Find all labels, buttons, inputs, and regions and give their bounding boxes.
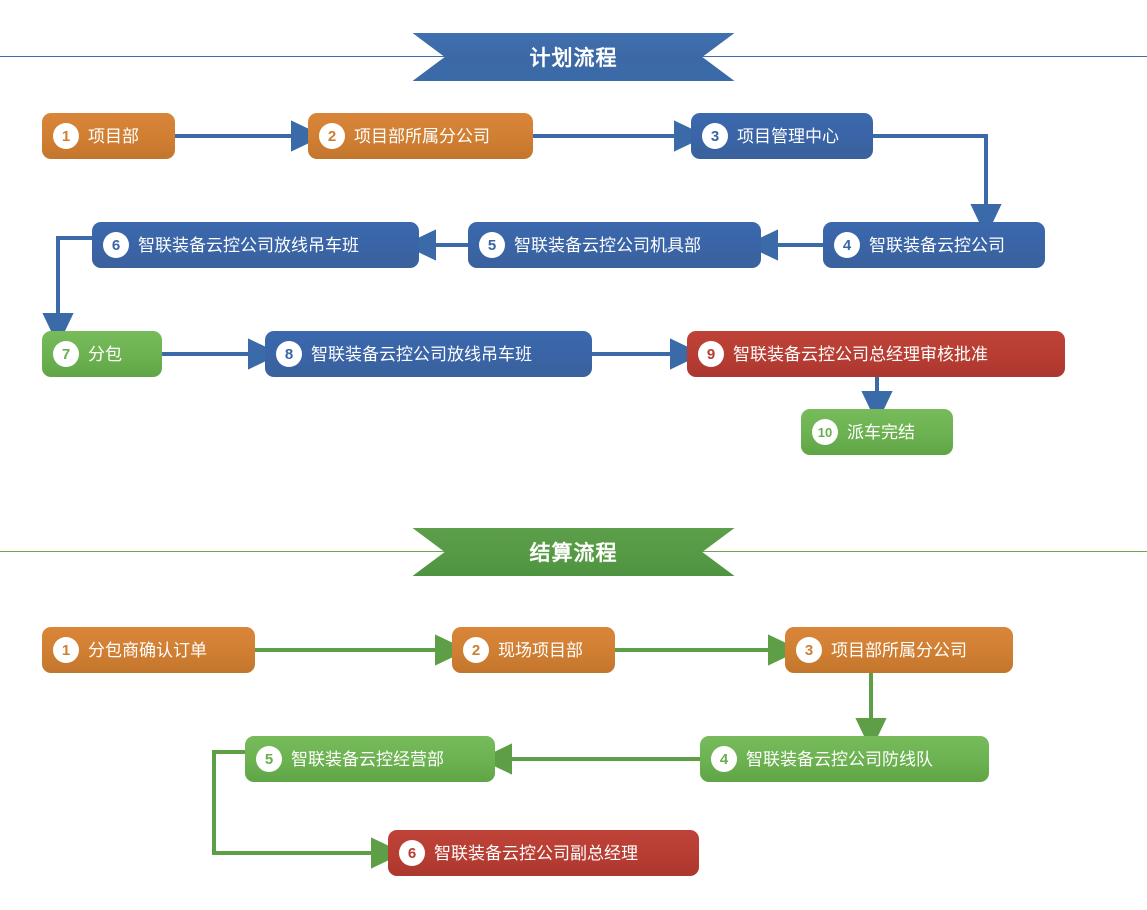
node-badge: 1: [53, 123, 79, 149]
node-badge: 3: [702, 123, 728, 149]
node-plan-10[interactable]: 10 派车完结: [801, 409, 953, 455]
section-banner-settlement: 结算流程: [0, 528, 1147, 576]
node-label: 智联装备云控公司放线吊车班: [311, 344, 532, 364]
node-plan-4[interactable]: 4 智联装备云控公司: [823, 222, 1045, 268]
section-banner-plan: 计划流程: [0, 33, 1147, 81]
node-label: 项目部所属分公司: [831, 640, 967, 660]
node-label: 项目管理中心: [737, 126, 839, 146]
node-badge: 6: [103, 232, 129, 258]
node-plan-1[interactable]: 1 项目部: [42, 113, 175, 159]
node-badge: 3: [796, 637, 822, 663]
node-plan-5[interactable]: 5 智联装备云控公司机具部: [468, 222, 761, 268]
node-badge: 9: [698, 341, 724, 367]
node-label: 派车完结: [847, 422, 915, 442]
node-badge: 1: [53, 637, 79, 663]
node-settle-2[interactable]: 2 现场项目部: [452, 627, 615, 673]
node-label: 智联装备云控公司机具部: [514, 235, 701, 255]
node-label: 项目部: [88, 126, 139, 146]
banner-label-settlement: 结算流程: [412, 528, 735, 576]
node-label: 智联装备云控公司: [869, 235, 1005, 255]
node-badge: 5: [256, 746, 282, 772]
node-plan-6[interactable]: 6 智联装备云控公司放线吊车班: [92, 222, 419, 268]
node-badge: 8: [276, 341, 302, 367]
node-settle-6[interactable]: 6 智联装备云控公司副总经理: [388, 830, 699, 876]
edge-plan-6-7: [42, 236, 92, 346]
node-badge: 6: [399, 840, 425, 866]
node-badge: 10: [812, 419, 838, 445]
node-badge: 2: [463, 637, 489, 663]
node-plan-9[interactable]: 9 智联装备云控公司总经理审核批准: [687, 331, 1065, 377]
node-badge: 4: [834, 232, 860, 258]
node-label: 智联装备云控公司防线队: [746, 749, 933, 769]
node-plan-2[interactable]: 2 项目部所属分公司: [308, 113, 533, 159]
node-settle-1[interactable]: 1 分包商确认订单: [42, 627, 255, 673]
node-plan-8[interactable]: 8 智联装备云控公司放线吊车班: [265, 331, 592, 377]
edge-plan-3-4: [873, 134, 1002, 237]
node-badge: 5: [479, 232, 505, 258]
node-badge: 7: [53, 341, 79, 367]
node-settle-5[interactable]: 5 智联装备云控经营部: [245, 736, 495, 782]
node-label: 分包商确认订单: [88, 640, 207, 660]
node-badge: 2: [319, 123, 345, 149]
node-plan-3[interactable]: 3 项目管理中心: [691, 113, 873, 159]
node-label: 智联装备云控经营部: [291, 749, 444, 769]
node-label: 智联装备云控公司副总经理: [434, 843, 638, 863]
node-label: 项目部所属分公司: [354, 126, 490, 146]
banner-label-plan: 计划流程: [412, 33, 735, 81]
node-plan-7[interactable]: 7 分包: [42, 331, 162, 377]
node-label: 智联装备云控公司总经理审核批准: [733, 344, 988, 364]
node-label: 分包: [88, 344, 122, 364]
node-settle-3[interactable]: 3 项目部所属分公司: [785, 627, 1013, 673]
node-label: 现场项目部: [498, 640, 583, 660]
node-label: 智联装备云控公司放线吊车班: [138, 235, 359, 255]
node-badge: 4: [711, 746, 737, 772]
node-settle-4[interactable]: 4 智联装备云控公司防线队: [700, 736, 989, 782]
